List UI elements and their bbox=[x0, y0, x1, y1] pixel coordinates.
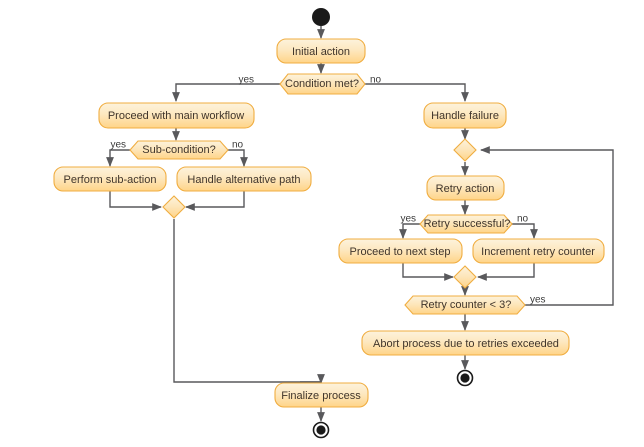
node-proceed-next-step[interactable]: Proceed to next step bbox=[338, 238, 463, 264]
edge-increment-to-merge-bottom bbox=[477, 263, 535, 281]
node-abort-process[interactable]: Abort process due to retries exceeded bbox=[361, 330, 570, 356]
decision-hexagon bbox=[419, 214, 513, 234]
node-initial-action-label: Initial action bbox=[292, 46, 350, 58]
edge-layer bbox=[106, 26, 614, 422]
node-handle-failure[interactable]: Handle failure bbox=[423, 102, 507, 129]
node-end-right[interactable] bbox=[456, 369, 474, 387]
node-end-bottom[interactable] bbox=[312, 421, 330, 439]
node-sub-condition-label: Sub-condition? bbox=[142, 144, 215, 156]
node-initial-action[interactable]: Initial action bbox=[276, 38, 366, 64]
final-node-ring bbox=[312, 421, 330, 439]
action-box bbox=[423, 102, 507, 129]
action-box bbox=[338, 238, 463, 264]
guard-condition-no: no bbox=[370, 75, 382, 86]
node-retry-action-label: Retry action bbox=[436, 183, 495, 195]
node-finalize-process-label: Finalize process bbox=[281, 390, 361, 402]
edge-counter-yes-feedback-loop bbox=[480, 146, 614, 306]
node-handle-failure-label: Handle failure bbox=[431, 110, 499, 122]
action-box bbox=[53, 166, 167, 192]
node-retry-counter-lt3[interactable]: Retry counter < 3? bbox=[404, 295, 526, 315]
node-retry-successful[interactable]: Retry successful? bbox=[419, 214, 513, 234]
action-box bbox=[426, 175, 505, 201]
decision-hexagon bbox=[279, 73, 366, 95]
decision-hexagon bbox=[404, 295, 526, 315]
guard-retry-yes: yes bbox=[400, 214, 416, 225]
node-handle-alternative[interactable]: Handle alternative path bbox=[176, 166, 312, 192]
edge-sub-condition-yes-to-perform bbox=[106, 149, 130, 167]
node-merge-left[interactable] bbox=[162, 195, 186, 219]
final-node-core bbox=[460, 373, 470, 383]
merge-diamond bbox=[453, 138, 477, 162]
node-finalize-process[interactable]: Finalize process bbox=[274, 382, 369, 408]
edge-merge-left-to-finalize bbox=[173, 219, 321, 383]
action-box bbox=[472, 238, 605, 264]
node-merge-retry-top[interactable] bbox=[453, 138, 477, 162]
guard-sub-condition-no: no bbox=[232, 140, 244, 151]
node-handle-alternative-label: Handle alternative path bbox=[187, 174, 300, 186]
edge-proceed-next-to-merge-bottom bbox=[402, 263, 454, 281]
node-retry-successful-label: Retry successful? bbox=[424, 218, 511, 230]
guard-condition-yes: yes bbox=[238, 75, 254, 86]
node-sub-condition[interactable]: Sub-condition? bbox=[129, 140, 229, 160]
final-node-ring bbox=[456, 369, 474, 387]
node-perform-sub-action-label: Perform sub-action bbox=[64, 174, 157, 186]
node-perform-sub-action[interactable]: Perform sub-action bbox=[53, 166, 167, 192]
edge-condition-yes-to-proceed-main bbox=[172, 83, 280, 102]
action-box bbox=[274, 382, 369, 408]
edge-retry-yes-to-proceed-next bbox=[399, 223, 420, 239]
guard-sub-condition-yes: yes bbox=[110, 140, 126, 151]
action-box bbox=[98, 102, 255, 129]
node-condition-met[interactable]: Condition met? bbox=[279, 73, 366, 95]
final-node-core bbox=[316, 425, 326, 435]
action-box bbox=[361, 330, 570, 356]
node-retry-action[interactable]: Retry action bbox=[426, 175, 505, 201]
node-merge-retry-bottom[interactable] bbox=[453, 265, 477, 289]
guard-retry-no: no bbox=[517, 214, 529, 225]
node-increment-retry[interactable]: Increment retry counter bbox=[472, 238, 605, 264]
node-start[interactable] bbox=[312, 8, 330, 26]
action-box bbox=[176, 166, 312, 192]
node-increment-retry-label: Increment retry counter bbox=[481, 246, 595, 258]
edge-alternative-to-merge-left bbox=[185, 191, 245, 211]
merge-diamond bbox=[162, 195, 186, 219]
edge-condition-no-to-handle-failure bbox=[365, 83, 469, 102]
edge-retry-no-to-increment bbox=[512, 223, 538, 239]
guard-counter-yes: yes bbox=[530, 295, 546, 306]
merge-diamond bbox=[453, 265, 477, 289]
action-box bbox=[276, 38, 366, 64]
node-proceed-main[interactable]: Proceed with main workflow bbox=[98, 102, 255, 129]
node-retry-counter-lt3-label: Retry counter < 3? bbox=[421, 299, 512, 311]
node-proceed-main-label: Proceed with main workflow bbox=[108, 110, 244, 122]
edge-sub-condition-no-to-alternative bbox=[228, 149, 248, 167]
initial-node-circle bbox=[312, 8, 330, 26]
node-proceed-next-step-label: Proceed to next step bbox=[350, 246, 451, 258]
decision-hexagon bbox=[129, 140, 229, 160]
node-condition-met-label: Condition met? bbox=[285, 78, 359, 90]
edge-perform-to-merge-left bbox=[109, 191, 162, 211]
node-abort-process-label: Abort process due to retries exceeded bbox=[373, 338, 559, 350]
